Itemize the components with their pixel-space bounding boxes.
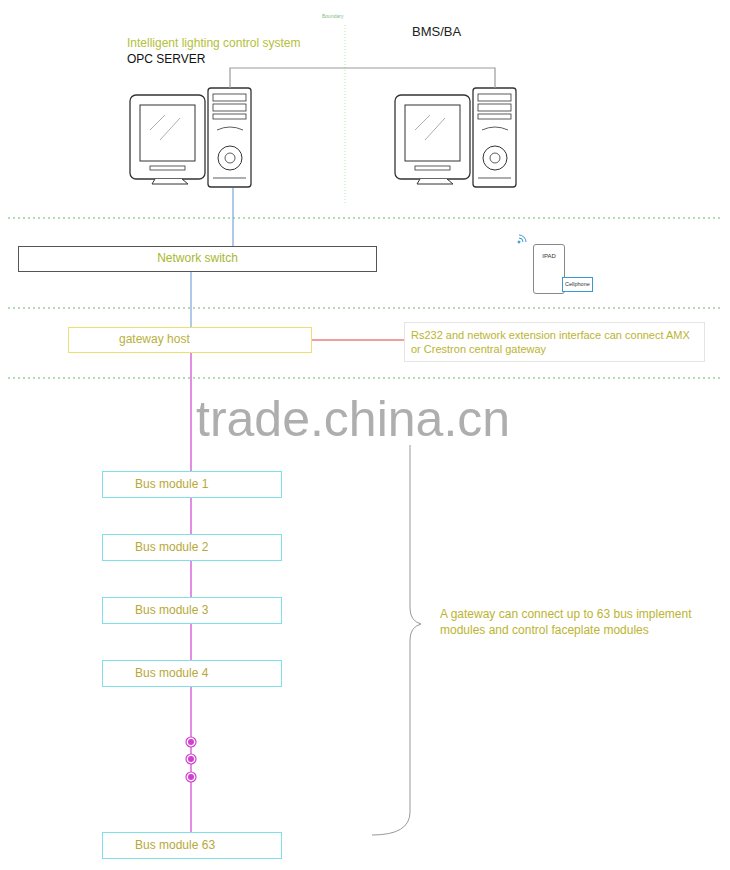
node-text: Cellphone [565, 281, 590, 288]
computer-illustration [130, 88, 251, 187]
node-text: Bus module 1 [135, 477, 208, 493]
node-heading: Intelligent lighting control system [127, 36, 300, 50]
wifi-symbol [518, 235, 526, 243]
switch-box: Network switch [18, 246, 377, 272]
node-text: gateway host [119, 332, 190, 348]
node-text: Bus module 2 [135, 540, 208, 556]
note-box: Rs232 and network extension interface ca… [404, 322, 705, 362]
node-text: IPAD [542, 253, 556, 261]
connector [191, 353, 192, 471]
node-text: Bus module 63 [135, 838, 215, 854]
note-text: A gateway can connect up to 63 bus imple… [440, 606, 725, 638]
computer-illustration [395, 88, 516, 187]
connector [312, 340, 404, 341]
boundary-line [345, 25, 346, 205]
watermark: trade.china.cn [196, 386, 510, 454]
connector [191, 272, 192, 327]
node-heading: OPC SERVER [127, 52, 205, 66]
connector [191, 561, 192, 597]
computer: BMS/BA [395, 88, 517, 188]
node-text: Network switch [157, 251, 238, 267]
computer: Intelligent lighting control systemOPC S… [130, 88, 252, 188]
tablet-icon: IPAD [533, 244, 565, 294]
connector [191, 624, 192, 660]
boundary-label: Boundary [322, 13, 343, 20]
bus-module: Bus module 2 [102, 534, 282, 561]
gateway-box: gateway host [68, 327, 312, 353]
phone-icon: Cellphone [562, 277, 593, 292]
bus-module: Bus module 63 [102, 832, 282, 859]
bus-module: Bus module 4 [102, 660, 282, 687]
connector [233, 188, 234, 246]
connector [230, 68, 495, 88]
node-text: Rs232 and network extension interface ca… [411, 328, 698, 357]
zone-separator [8, 218, 722, 378]
node-text: Bus module 4 [135, 666, 208, 682]
connector [191, 498, 192, 534]
bus-module: Bus module 3 [102, 597, 282, 624]
bus-module: Bus module 1 [102, 471, 282, 498]
node-heading: BMS/BA [412, 24, 461, 39]
node-text: Bus module 3 [135, 603, 208, 619]
brace [372, 445, 421, 835]
